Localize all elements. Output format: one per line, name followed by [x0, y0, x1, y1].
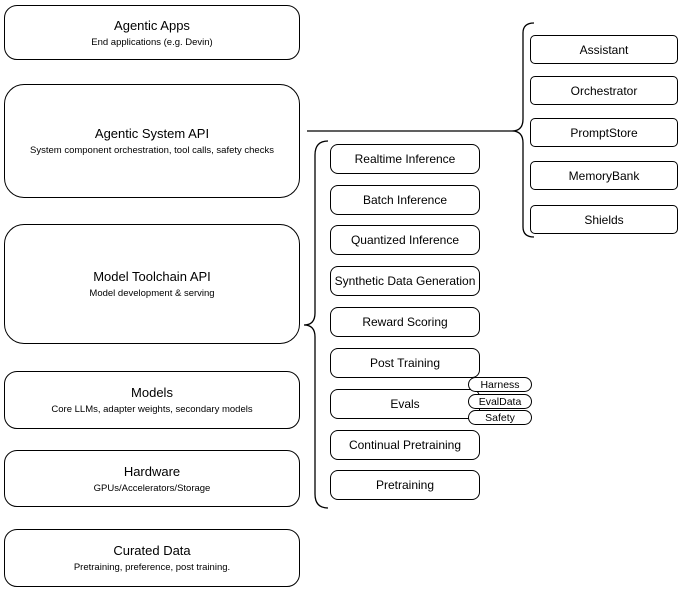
node-label: Synthetic Data Generation [334, 274, 476, 288]
node-subtitle: GPUs/Accelerators/Storage [93, 482, 211, 494]
stack-box-agentic-system-api: Agentic System API System component orch… [4, 84, 300, 198]
component-box-memorybank: MemoryBank [530, 161, 678, 190]
stack-box-models: Models Core LLMs, adapter weights, secon… [4, 371, 300, 429]
toolchain-box-evals: Evals [330, 389, 480, 419]
eval-tag-evaldata: EvalData [468, 394, 532, 409]
toolchain-box-continual-pretraining: Continual Pretraining [330, 430, 480, 460]
node-subtitle: Pretraining, preference, post training. [73, 562, 231, 573]
component-box-assistant: Assistant [530, 35, 678, 64]
node-label: Post Training [369, 356, 441, 370]
node-title: Agentic Apps [114, 17, 190, 33]
node-label: Assistant [579, 42, 629, 57]
toolchain-box-reward-scoring: Reward Scoring [330, 307, 480, 337]
node-label: Evals [390, 397, 420, 411]
component-box-orchestrator: Orchestrator [530, 76, 678, 105]
node-label: Reward Scoring [362, 315, 448, 329]
node-title: Models [131, 385, 173, 400]
toolchain-box-pretraining: Pretraining [330, 470, 480, 500]
pill-label: Safety [485, 411, 515, 424]
toolchain-box-quantized-inference: Quantized Inference [330, 225, 480, 255]
node-title: Hardware [123, 463, 181, 479]
node-title: Curated Data [113, 543, 191, 558]
node-label: Quantized Inference [350, 233, 460, 247]
node-label: Batch Inference [362, 193, 448, 207]
node-label: Shields [584, 212, 624, 227]
node-subtitle: Model development & serving [89, 288, 215, 299]
toolchain-box-batch-inference: Batch Inference [330, 185, 480, 215]
node-title: Agentic System API [94, 126, 210, 141]
node-label: Pretraining [375, 478, 435, 492]
node-subtitle: System component orchestration, tool cal… [30, 145, 274, 156]
node-subtitle: End applications (e.g. Devin) [91, 36, 213, 48]
pill-label: EvalData [478, 395, 522, 408]
stack-box-hardware: Hardware GPUs/Accelerators/Storage [4, 450, 300, 507]
eval-tag-harness: Harness [468, 377, 532, 392]
component-box-shields: Shields [530, 205, 678, 234]
node-label: Realtime Inference [354, 152, 456, 166]
node-label: MemoryBank [568, 168, 640, 183]
node-label: Continual Pretraining [348, 438, 462, 452]
stack-box-curated-data: Curated Data Pretraining, preference, po… [4, 529, 300, 587]
node-title: Model Toolchain API [93, 269, 211, 284]
toolchain-box-synthetic-data-generation: Synthetic Data Generation [330, 266, 480, 296]
toolchain-box-post-training: Post Training [330, 348, 480, 378]
stack-box-agentic-apps: Agentic Apps End applications (e.g. Devi… [4, 5, 300, 60]
toolchain-box-realtime-inference: Realtime Inference [330, 144, 480, 174]
node-label: Orchestrator [570, 83, 638, 98]
component-box-promptstore: PromptStore [530, 118, 678, 147]
pill-label: Harness [480, 378, 520, 391]
node-subtitle: Core LLMs, adapter weights, secondary mo… [51, 404, 253, 415]
eval-tag-safety: Safety [468, 410, 532, 425]
node-label: PromptStore [570, 125, 638, 140]
toolchain-brace [303, 140, 329, 509]
stack-box-model-toolchain-api: Model Toolchain API Model development & … [4, 224, 300, 344]
